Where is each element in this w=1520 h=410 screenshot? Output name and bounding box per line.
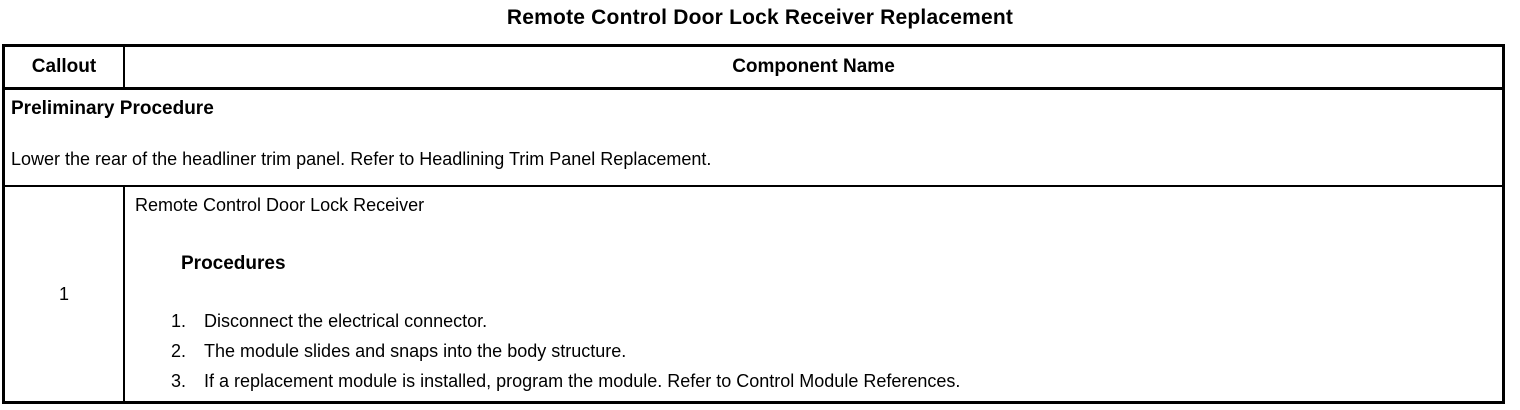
procedure-step: 2. The module slides and snaps into the …: [135, 336, 1502, 366]
step-number: 1.: [171, 311, 187, 331]
preliminary-procedure-heading: Preliminary Procedure: [11, 98, 214, 119]
component-name: Remote Control Door Lock Receiver: [135, 195, 425, 215]
procedure-step: 1. Disconnect the electrical connector.: [135, 306, 1502, 336]
procedure-steps-list: 1. Disconnect the electrical connector. …: [135, 306, 1502, 396]
procedures-heading: Procedures: [181, 253, 286, 274]
page-title: Remote Control Door Lock Receiver Replac…: [506, 6, 1014, 29]
step-number: 3.: [171, 371, 187, 391]
step-number: 2.: [171, 341, 187, 361]
step-text: If a replacement module is installed, pr…: [204, 371, 961, 391]
procedure-step: 3. If a replacement module is installed,…: [135, 366, 1502, 396]
preliminary-procedure-row: Preliminary Procedure Lower the rear of …: [5, 90, 1502, 187]
component-cell: Remote Control Door Lock Receiver Proced…: [125, 187, 1502, 401]
table-header-row: Callout Component Name: [5, 47, 1502, 90]
preliminary-procedure-text: Lower the rear of the headliner trim pan…: [11, 149, 712, 169]
component-table: Callout Component Name Preliminary Proce…: [2, 44, 1505, 404]
step-text: The module slides and snaps into the bod…: [204, 341, 627, 361]
callout-column-header: Callout: [5, 47, 125, 87]
component-name-column-header: Component Name: [732, 56, 895, 77]
callout-number: 1: [58, 283, 69, 304]
callout-cell: 1: [5, 187, 125, 401]
table-row: 1 Remote Control Door Lock Receiver Proc…: [5, 187, 1502, 401]
step-text: Disconnect the electrical connector.: [204, 311, 488, 331]
